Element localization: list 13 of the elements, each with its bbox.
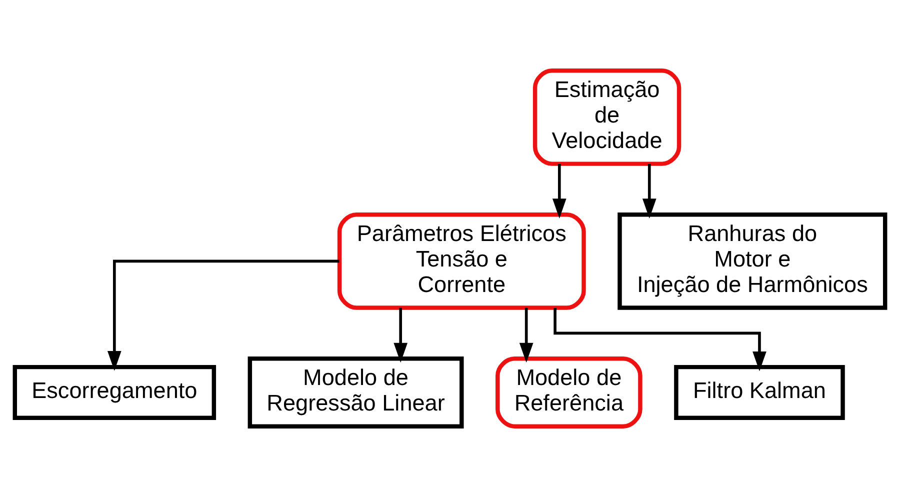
arrow xyxy=(552,164,566,218)
arrow xyxy=(518,308,533,363)
node-box: Estimação de Velocidade xyxy=(532,68,681,166)
node-box: Modelo de Referência xyxy=(495,356,642,428)
arrow xyxy=(106,260,339,371)
node-box: Modelo de Regressão Linear xyxy=(247,356,464,428)
node-box: Parâmetros Elétricos Tensão e Corrente xyxy=(336,212,586,310)
node-box: Filtro Kalman xyxy=(674,364,844,420)
arrow xyxy=(393,308,408,363)
node-box: Ranhuras do Motor e Injeção de Harmônicos xyxy=(617,212,887,310)
arrow xyxy=(642,164,656,218)
arrow xyxy=(553,308,766,372)
node-box: Escorregamento xyxy=(12,364,216,420)
